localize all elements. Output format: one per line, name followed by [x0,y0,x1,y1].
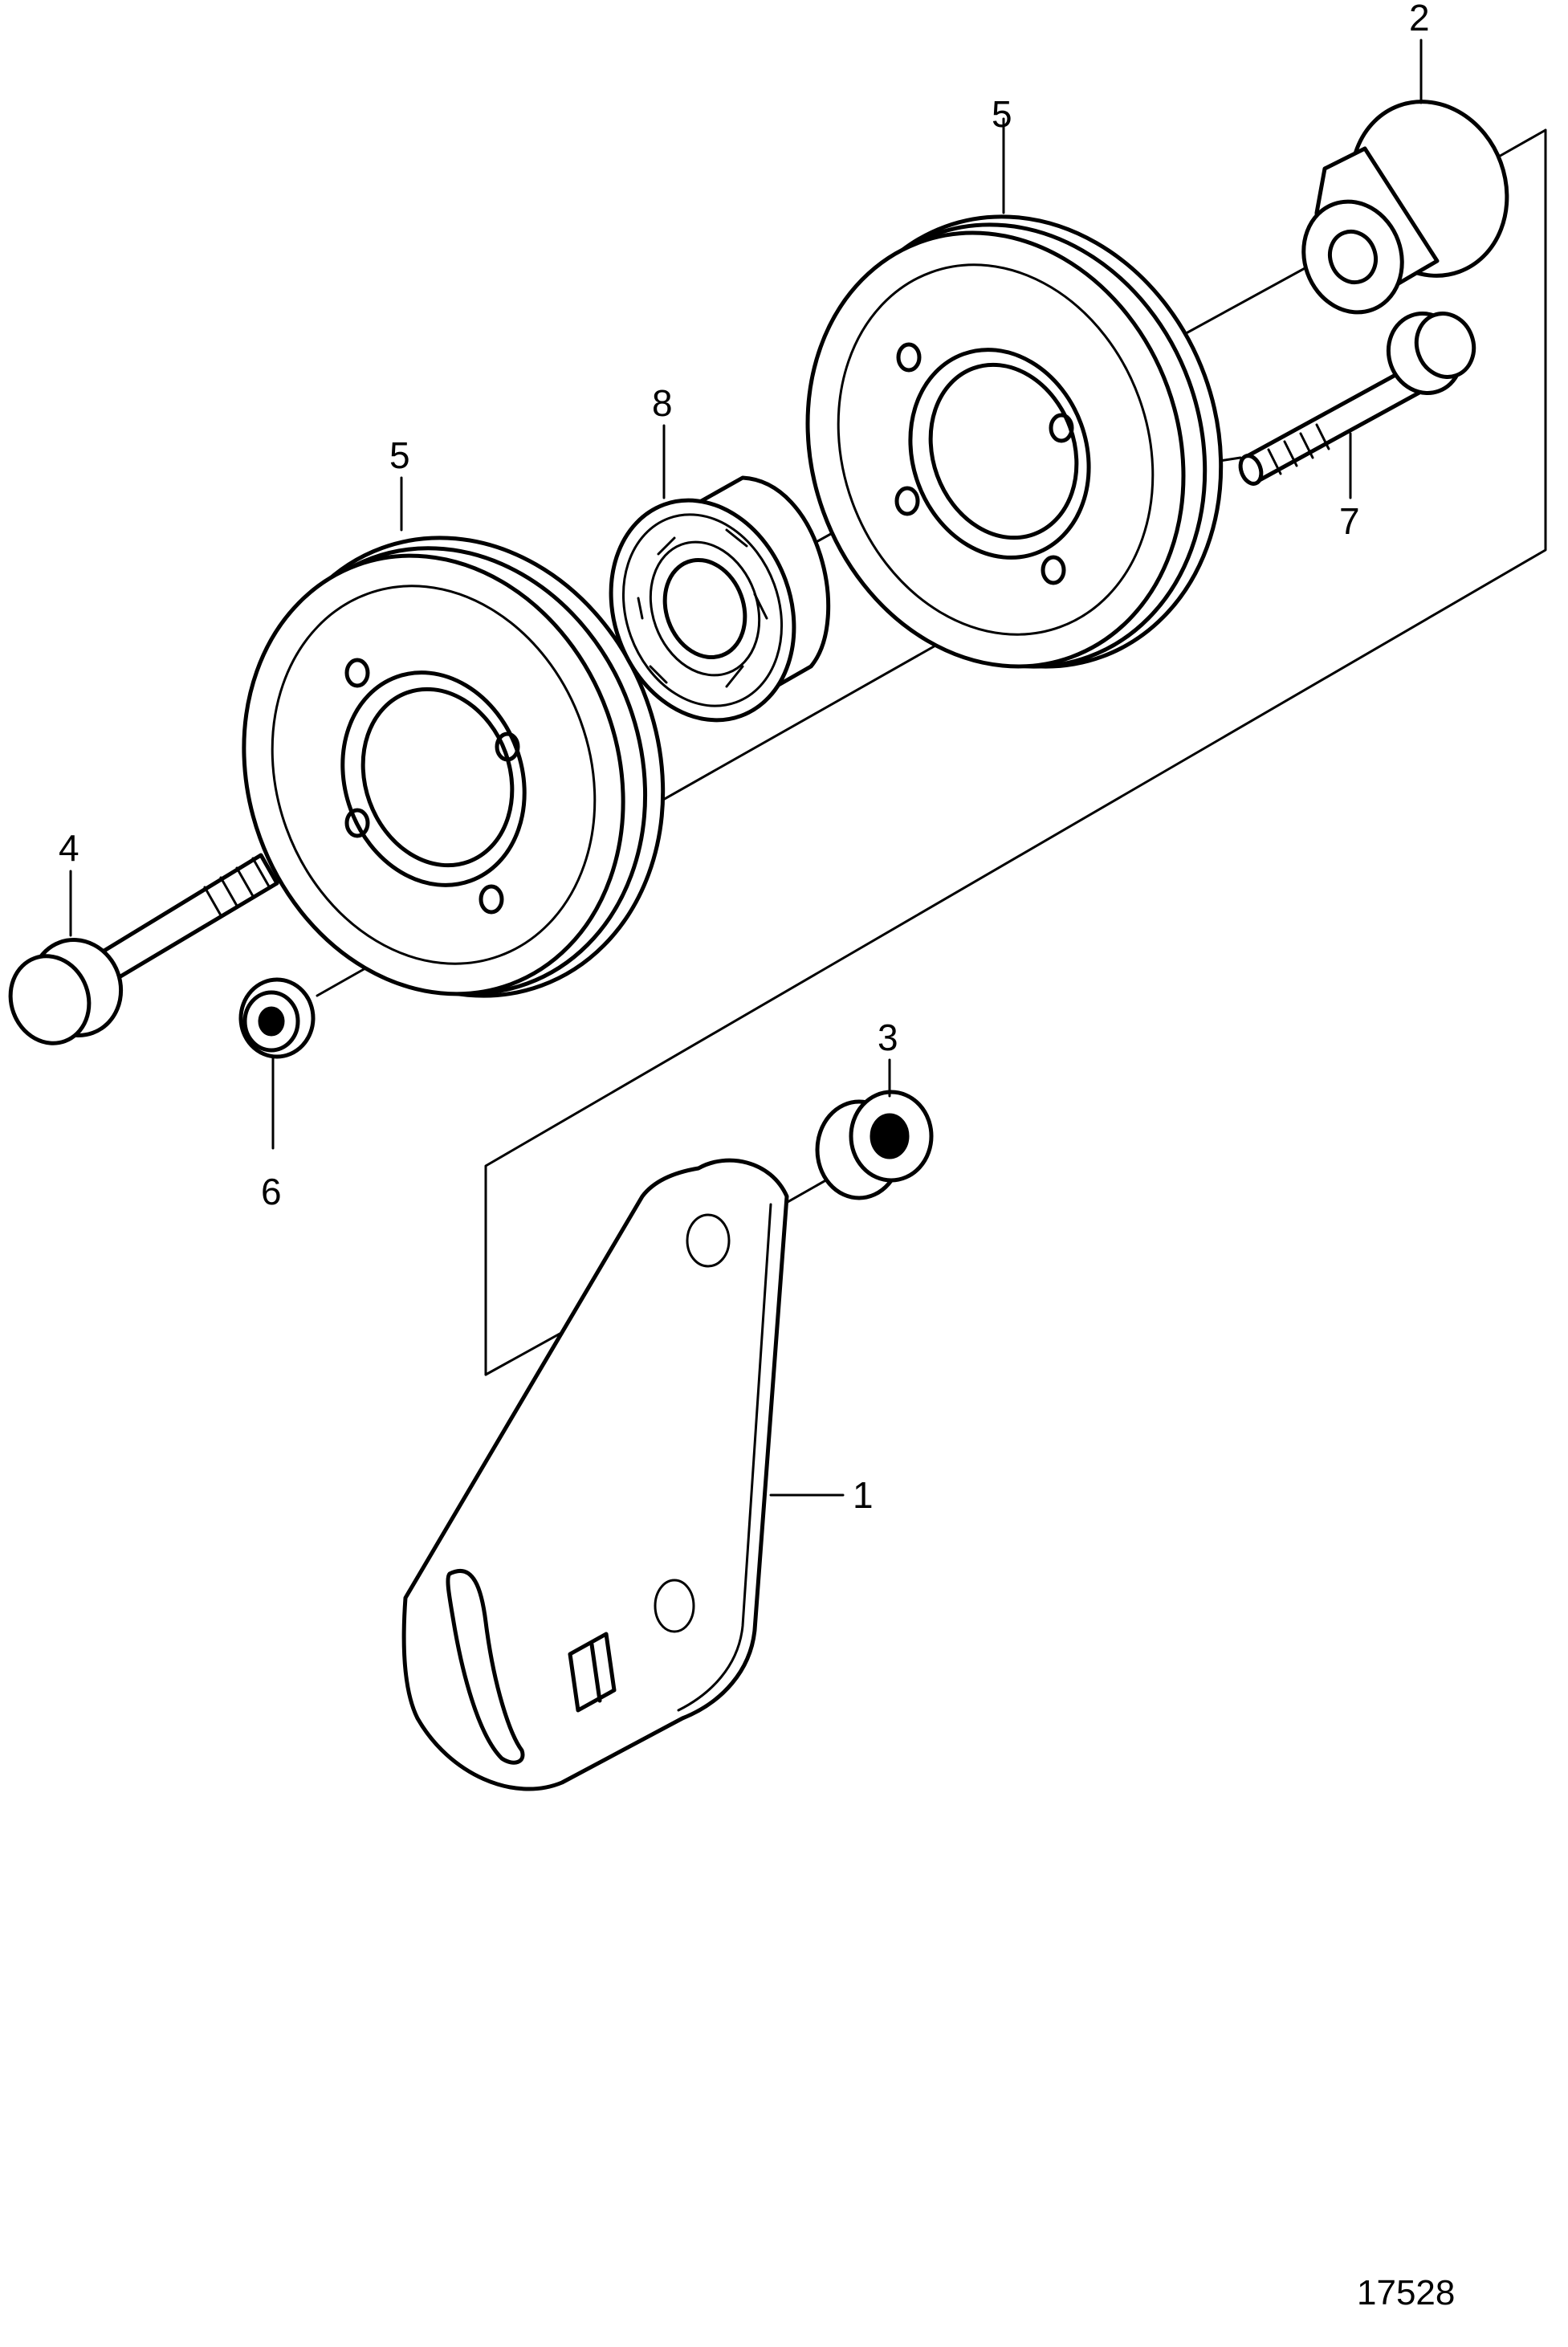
callout-1: 1 [853,1474,874,1516]
callout-3: 3 [878,1017,898,1058]
bolt-left [8,853,279,1045]
flange-nut-left [238,977,316,1059]
spacer-bushing [1301,100,1509,315]
pulley-left [242,536,666,998]
callout-2: 2 [1409,0,1430,39]
callout-6: 6 [261,1171,282,1212]
assembly-boundary [484,128,1547,1376]
pulley-right [805,214,1224,669]
bolt-right [1238,312,1476,486]
callout-4: 4 [59,827,79,869]
callout-leaders [69,39,1423,1497]
callout-5-right: 5 [992,93,1012,135]
figure-number: 17528 [1357,2273,1455,2312]
callout-5-left: 5 [389,434,410,476]
callout-7: 7 [1339,500,1360,542]
bearing [609,475,831,723]
callout-8: 8 [652,382,673,424]
bracket-plate [401,1158,789,1791]
flange-nut-right [815,1090,934,1200]
